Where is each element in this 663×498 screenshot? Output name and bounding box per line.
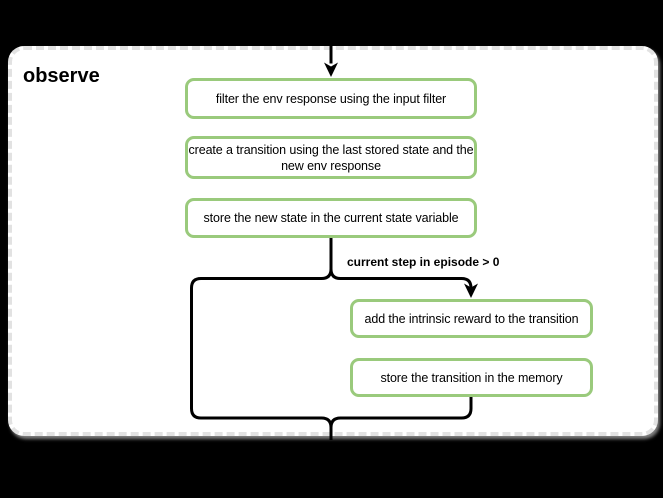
node-add-intrinsic-reward: add the intrinsic reward to the transiti… <box>350 299 593 338</box>
condition-label: current step in episode > 0 <box>347 255 500 269</box>
node-label: store the new state in the current state… <box>203 211 459 225</box>
node-filter-env-response: filter the env response using the input … <box>185 78 477 119</box>
node-store-transition: store the transition in the memory <box>350 358 593 397</box>
node-label: store the transition in the memory <box>380 370 563 385</box>
node-label: create a transition using the last store… <box>188 142 474 173</box>
node-label: add the intrinsic reward to the transiti… <box>364 311 579 326</box>
node-store-new-state: store the new state in the current state… <box>185 198 477 238</box>
node-create-transition: create a transition using the last store… <box>185 136 477 179</box>
node-label: filter the env response using the input … <box>215 91 447 106</box>
group-title: observe <box>23 65 100 87</box>
